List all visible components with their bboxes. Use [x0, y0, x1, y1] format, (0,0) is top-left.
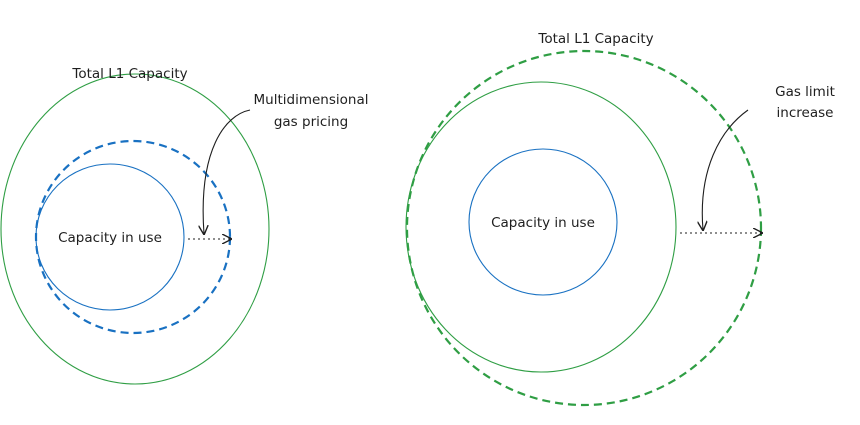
right-arrow-label-line1: Gas limit — [775, 84, 835, 100]
left-panel: Total L1 Capacity Capacity in use Multid… — [0, 66, 369, 385]
left-in-use-circle — [35, 163, 185, 311]
left-annotation-arrow — [203, 109, 251, 234]
left-arrow-label-line1: Multidimensional — [254, 92, 369, 108]
left-in-use-label: Capacity in use — [58, 230, 162, 246]
right-in-use-label: Capacity in use — [491, 215, 595, 231]
right-in-use-circle — [468, 148, 618, 296]
left-total-capacity-circle — [0, 73, 270, 385]
right-annotation-arrow — [702, 109, 749, 230]
left-arrow-label-line2: gas pricing — [274, 114, 348, 130]
right-increased-capacity-dashed-circle — [405, 49, 763, 407]
right-arrow-label-line2: increase — [777, 105, 834, 121]
left-total-capacity-label: Total L1 Capacity — [71, 66, 187, 82]
right-panel: Total L1 Capacity Capacity in use Gas li… — [405, 31, 835, 407]
right-total-capacity-circle — [405, 81, 677, 373]
right-total-capacity-label: Total L1 Capacity — [537, 31, 653, 47]
